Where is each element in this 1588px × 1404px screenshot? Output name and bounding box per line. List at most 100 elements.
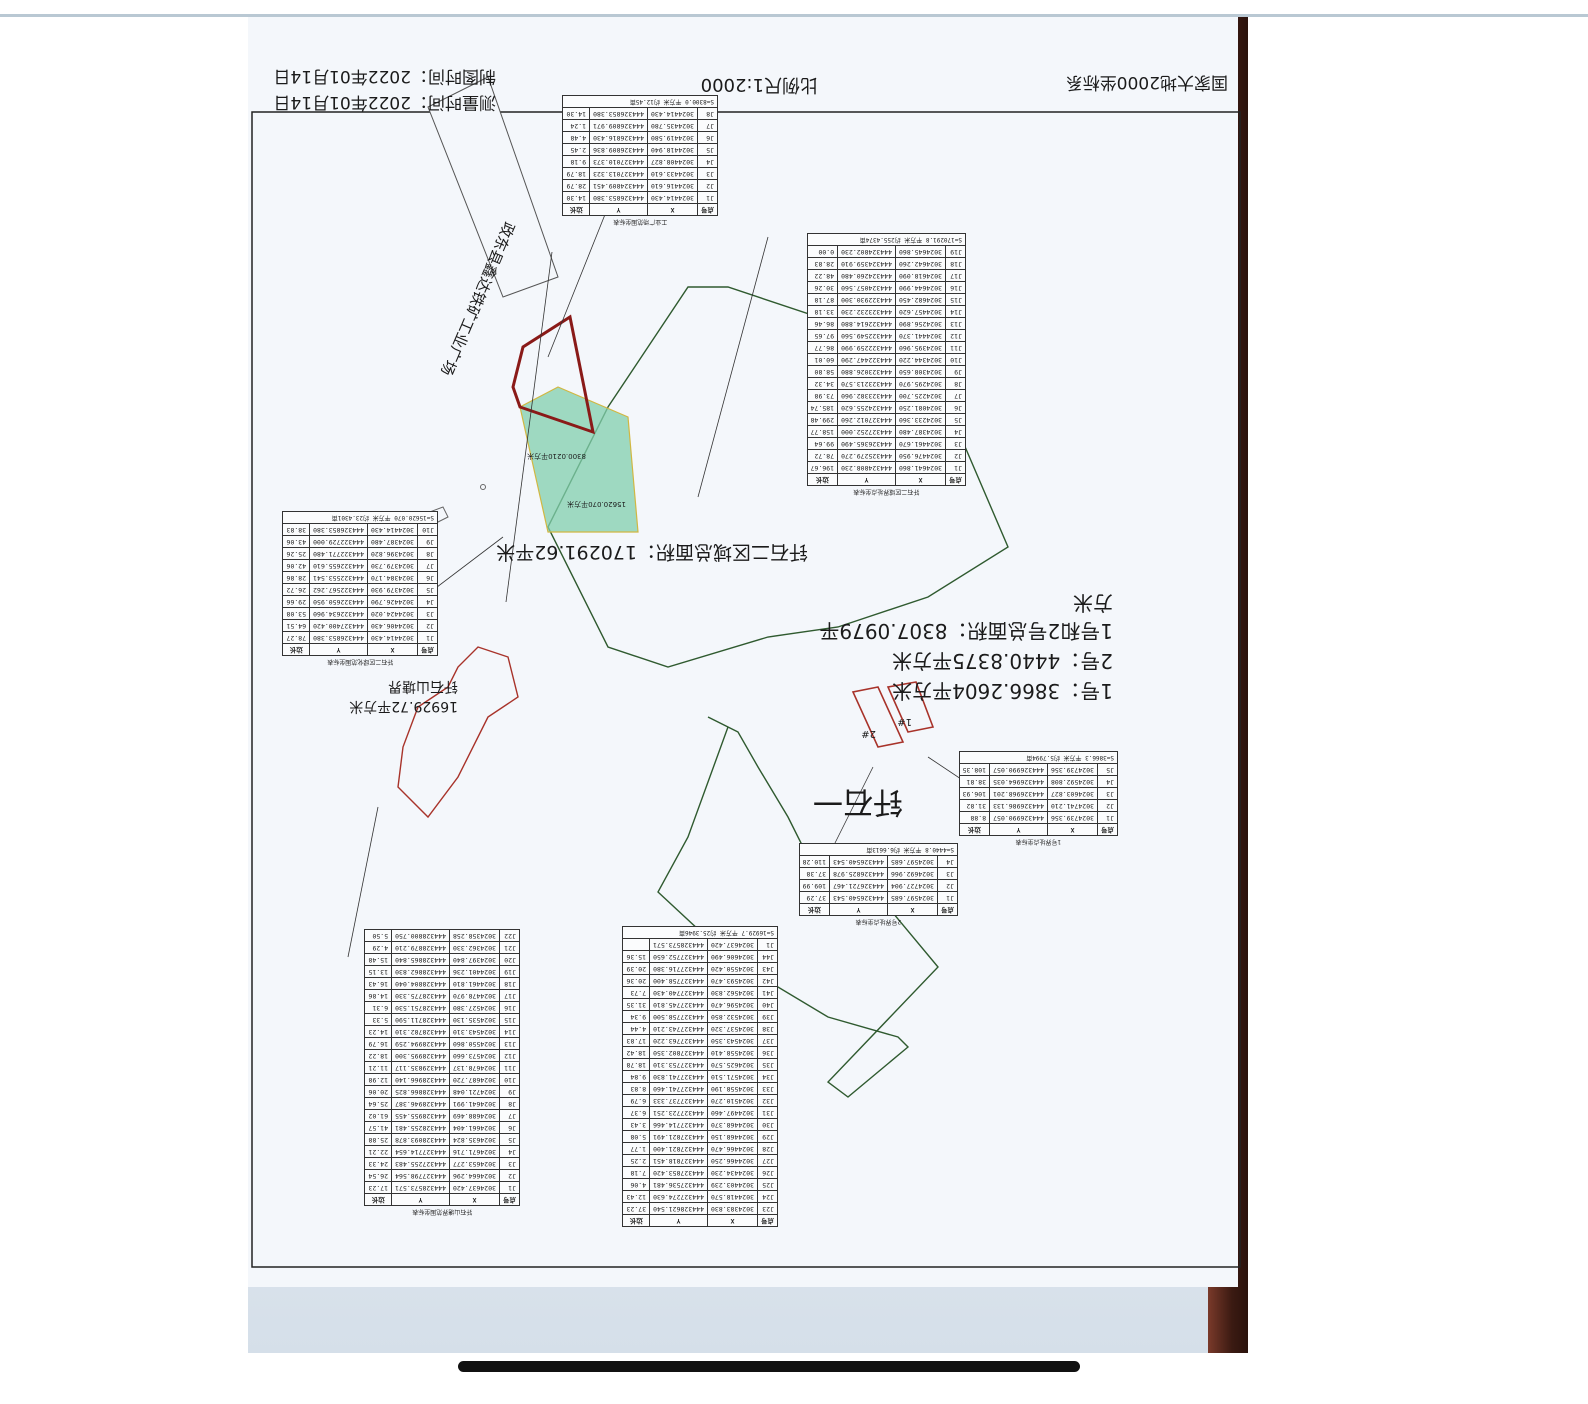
table-title: 钎石二区绿化范围坐标表 xyxy=(327,658,394,665)
cell-point: J3 xyxy=(499,1157,520,1170)
cell-y: 444327758.400 xyxy=(649,974,708,987)
cell-length: 109.99 xyxy=(799,879,830,892)
header-length: 边长 xyxy=(365,1193,392,1206)
map-frame xyxy=(251,111,1241,1268)
table-total-row: S=8300.0 平方米 约12.45亩 xyxy=(563,95,718,108)
header-y: Y xyxy=(649,1214,708,1227)
cell-x: 3024379.930 xyxy=(367,583,418,596)
cell-y: 444322259.990 xyxy=(837,341,896,354)
cell-y: 444324057.560 xyxy=(837,281,896,294)
cell-y: 444328255.481 xyxy=(391,1121,450,1134)
cell-point: J39 xyxy=(757,1010,778,1023)
cell-point: J37 xyxy=(757,1034,778,1047)
cell-x: 3024397.840 xyxy=(449,953,500,966)
cell-point: J13 xyxy=(945,317,966,330)
cell-x: 3024537.320 xyxy=(707,1022,758,1035)
cell-point: J3 xyxy=(937,867,958,880)
cell-y: 444324260.480 xyxy=(837,269,896,282)
cell-x: 3024543.350 xyxy=(707,1034,758,1047)
cell-length: 9.34 xyxy=(623,1010,650,1023)
cell-length: 87.18 xyxy=(807,293,838,306)
cell-x: 3024466.250 xyxy=(707,1154,758,1167)
cell-length: 60.01 xyxy=(807,353,838,366)
cell-x: 3024344.220 xyxy=(895,353,946,366)
hill-label: 钎石山塘界 xyxy=(388,678,458,694)
cell-point: J8 xyxy=(499,1097,520,1110)
cell-point: J15 xyxy=(945,293,966,306)
cell-length: 31.82 xyxy=(959,799,990,812)
cell-y: 444328955.455 xyxy=(391,1109,450,1122)
cell-length: 3.43 xyxy=(623,1118,650,1131)
plot12-total-label-cont: 方米 xyxy=(1073,591,1113,615)
cell-point: J5 xyxy=(697,143,718,156)
cell-length: 2.45 xyxy=(563,143,590,156)
cell-length: 6.37 xyxy=(623,1106,650,1119)
cell-y: 444327802.350 xyxy=(649,1046,708,1059)
cell-length: 73.98 xyxy=(807,389,838,402)
cell-x: 3024641.991 xyxy=(449,1097,500,1110)
cell-x: 3024571.510 xyxy=(707,1070,758,1083)
header-point: 点号 xyxy=(417,643,438,656)
header-point: 点号 xyxy=(937,903,958,916)
cell-x: 3024550.420 xyxy=(707,962,758,975)
plot2-boundary xyxy=(851,686,905,748)
cell-length: 48.22 xyxy=(807,269,838,282)
cell-x: 3024225.700 xyxy=(895,389,946,402)
cell-y: 444327255.483 xyxy=(391,1157,450,1170)
cell-x: 3024414.430 xyxy=(647,107,698,120)
cell-y: 444327714.654 xyxy=(391,1145,450,1158)
plot1-tag: 1# xyxy=(897,716,912,727)
cell-point: J14 xyxy=(945,305,966,318)
cell-x: 3024468.370 xyxy=(707,1118,758,1131)
cell-point: J2 xyxy=(499,1169,520,1182)
cell-length: 185.74 xyxy=(807,401,838,414)
cell-y: 444322655.610 xyxy=(309,559,368,572)
home-indicator[interactable] xyxy=(458,1361,1080,1372)
cell-y: 444327536.481 xyxy=(649,1178,708,1191)
leader-red xyxy=(547,206,609,358)
header-x: X xyxy=(895,473,946,486)
cell-x: 3024401.236 xyxy=(449,965,500,978)
cell-length: 16.79 xyxy=(365,1037,392,1050)
table-total-row: S=170291.8 平方米 约255.4374亩 xyxy=(807,233,966,246)
cell-y: 444328995.300 xyxy=(391,1049,450,1062)
cell-x: 3024426.790 xyxy=(367,595,418,608)
header-y: Y xyxy=(989,823,1048,836)
cell-point: J1 xyxy=(757,938,778,951)
header-length: 边长 xyxy=(959,823,990,836)
cell-y: 444326825.978 xyxy=(829,867,888,880)
cell-length: 64.51 xyxy=(283,619,310,632)
cell-x: 3024387.480 xyxy=(895,425,946,438)
cell-x: 3024688.469 xyxy=(449,1109,500,1122)
cell-length: 22.21 xyxy=(365,1145,392,1158)
cell-x: 3024233.360 xyxy=(895,413,946,426)
cell-point: J27 xyxy=(757,1154,778,1167)
cell-length: 12.43 xyxy=(623,1190,650,1203)
cell-x: 3024433.610 xyxy=(647,167,698,180)
cell-length: 29.66 xyxy=(283,595,310,608)
